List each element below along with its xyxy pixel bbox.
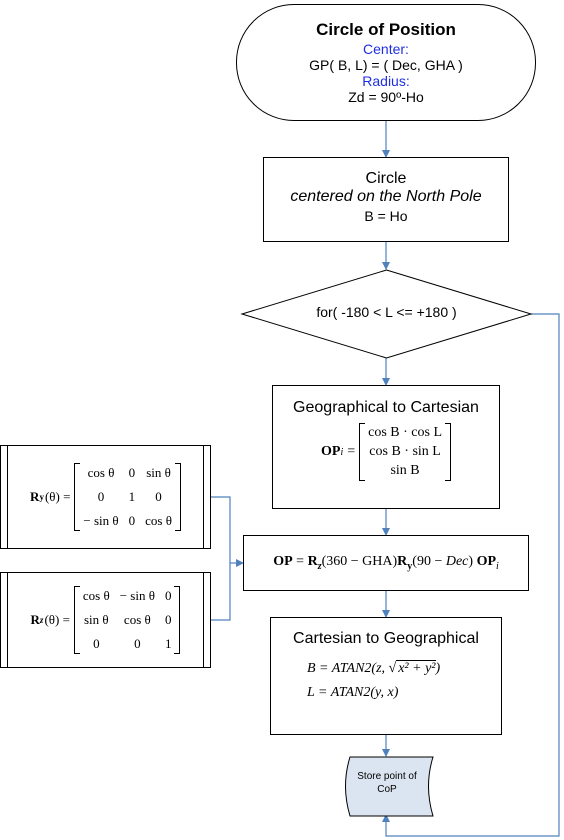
ry-matrix: cos θ 0 sin θ 0 1 0 − sin θ 0 cos θ	[74, 463, 181, 531]
rz-arg: (θ) =	[44, 612, 70, 627]
cart-b-lhs: B = ATAN2(z,	[307, 661, 389, 676]
ry-sub: y	[39, 492, 44, 502]
rz-cell-3-1: 0	[93, 636, 100, 651]
opi-row-2: cos B · sin L	[369, 444, 441, 459]
cart-b-sqrt: x² + y²	[396, 660, 436, 676]
cop-center-label: Center:	[363, 41, 409, 57]
cart-to-geo-l-line: L = ATAN2(y, x)	[307, 685, 399, 700]
ry-cell-1-2: 0	[128, 465, 136, 480]
rz-sub: z	[39, 615, 44, 625]
cart-to-geo-title: Cartesian to Geographical	[293, 630, 479, 647]
rz-name: R	[30, 612, 40, 627]
rz-cell-1-1: cos θ	[82, 588, 110, 603]
rz-cell-2-1: sin θ	[83, 612, 109, 627]
opi-row-1: cos B · cos L	[368, 425, 443, 440]
opi-lhs-sub: i	[340, 446, 344, 458]
store-point-shape	[345, 756, 434, 817]
opi-lhs: OP	[320, 444, 341, 459]
rz-matrix: cos θ − sin θ 0 sin θ cos θ 0 0 0 1	[73, 586, 181, 654]
cop-center-value: GP( B, L) = ( Dec, GHA )	[309, 57, 463, 73]
ry-cell-2-2: 1	[128, 489, 136, 504]
transform-ry-sub: y	[407, 560, 413, 572]
transform-formula: OP = Rz(360 − GHA)Ry(90 − Dec) OPi	[273, 554, 499, 572]
transform-opi-sub: i	[496, 560, 499, 572]
rz-cell-1-2: − sin θ	[119, 588, 155, 603]
transform-ry: R	[397, 554, 408, 570]
store-line1: Store point of	[357, 771, 417, 782]
transform-op: OP	[273, 554, 293, 570]
circle-north-line2: centered on the North Pole	[290, 188, 482, 205]
rz-cell-2-2: cos θ	[123, 612, 151, 627]
loop-exit-connector	[382, 313, 560, 837]
store-label: Store point of CoP	[340, 770, 434, 796]
cart-b-close: )	[435, 661, 441, 676]
circle-north-line3: B = Ho	[364, 208, 408, 224]
rz-cell-2-3: 0	[164, 612, 172, 627]
rz-cell-1-3: 0	[164, 588, 172, 603]
ry-cell-2-3: 0	[155, 489, 162, 504]
ry-name: R	[30, 489, 40, 504]
transform-ry-arg-var: Dec	[445, 554, 469, 570]
transform-ry-arg-open: (90 −	[412, 554, 446, 570]
store-line2: CoP	[377, 784, 397, 795]
circle-of-position-terminator: Circle of Position Center: GP( B, L) = (…	[236, 4, 536, 121]
transform-eq: =	[292, 554, 308, 570]
transform-box: OP = Rz(360 − GHA)Ry(90 − Dec) OPi	[243, 535, 529, 591]
cop-title: Circle of Position	[316, 20, 456, 39]
cart-to-geo-box: Cartesian to Geographical B = ATAN2(z, √…	[270, 617, 502, 735]
transform-rz: R	[307, 554, 318, 570]
circle-north-pole-box: Circle centered on the North Pole B = Ho	[263, 157, 509, 242]
ry-cell-3-3: cos θ	[145, 513, 172, 528]
transform-rz-arg: (360 − GHA)	[321, 554, 398, 570]
circle-north-line1: Circle	[365, 170, 407, 187]
transform-ry-arg-close: )	[468, 554, 474, 570]
loop-condition: for( -180 < L <= +180 )	[316, 304, 457, 320]
geo-to-cart-title: Geographical to Cartesian	[293, 399, 479, 416]
ry-cell-1-1: cos θ	[87, 465, 115, 480]
ry-bracket-connector	[211, 496, 231, 621]
cop-radius-label: Radius:	[362, 73, 410, 89]
ry-cell-3-2: 0	[128, 513, 136, 528]
cop-radius-value: Zd = 90º-Ho	[348, 89, 424, 105]
opi-row-3: sin B	[390, 463, 420, 478]
ry-arg: (θ) =	[44, 489, 71, 504]
rz-cell-3-2: 0	[134, 636, 141, 651]
cart-to-geo-b-line: B = ATAN2(z, √x² + y²)	[307, 660, 441, 676]
rz-cell-3-3: 1	[164, 636, 172, 651]
ry-cell-1-3: sin θ	[146, 465, 171, 480]
transform-opi: OP	[476, 554, 497, 570]
ry-cell-2-1: 0	[97, 489, 105, 504]
loop-decision-diamond	[240, 269, 533, 359]
transform-rz-sub: z	[317, 560, 322, 572]
ry-cell-3-1: − sin θ	[83, 513, 119, 528]
opi-eq: =	[347, 444, 356, 459]
opi-vector: cos B · cos L cos B · sin L sin B	[359, 423, 452, 481]
